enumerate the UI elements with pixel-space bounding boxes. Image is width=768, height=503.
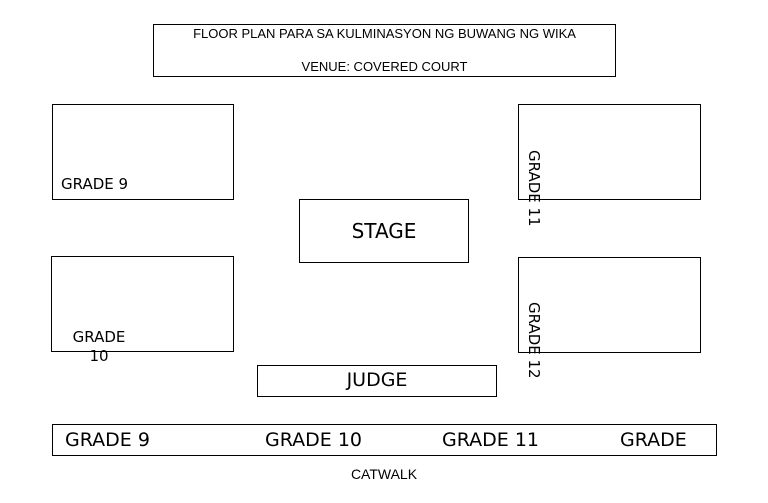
catwalk-grade-9-label: GRADE 9: [65, 429, 150, 451]
floor-plan-title: FLOOR PLAN PARA SA KULMINASYON NG BUWANG…: [193, 26, 576, 41]
judge-area: JUDGE: [257, 365, 497, 397]
grade-9-label: GRADE 9: [61, 175, 129, 193]
stage-area: STAGE: [299, 199, 469, 263]
catwalk-area: GRADE 9 GRADE 10 GRADE 11 GRADE: [52, 424, 717, 456]
judge-label: JUDGE: [346, 369, 408, 391]
stage-label: STAGE: [351, 219, 417, 243]
title-box: FLOOR PLAN PARA SA KULMINASYON NG BUWANG…: [153, 24, 616, 77]
grade-10-area: [51, 256, 234, 352]
grade-11-label: GRADE 11: [525, 150, 543, 227]
catwalk-grade-11-label: GRADE 11: [442, 429, 540, 451]
grade-12-label: GRADE 12: [525, 302, 543, 379]
grade-9-area: GRADE 9: [52, 104, 234, 200]
catwalk-grade-12-label: GRADE: [620, 429, 687, 451]
catwalk-grade-10-label: GRADE 10: [265, 429, 363, 451]
grade-11-area: [518, 104, 701, 200]
grade-12-area: [518, 257, 701, 353]
grade-10-label: GRADE 10: [72, 328, 126, 365]
catwalk-caption: CATWALK: [350, 466, 418, 482]
venue-label: VENUE: COVERED COURT: [301, 59, 468, 74]
